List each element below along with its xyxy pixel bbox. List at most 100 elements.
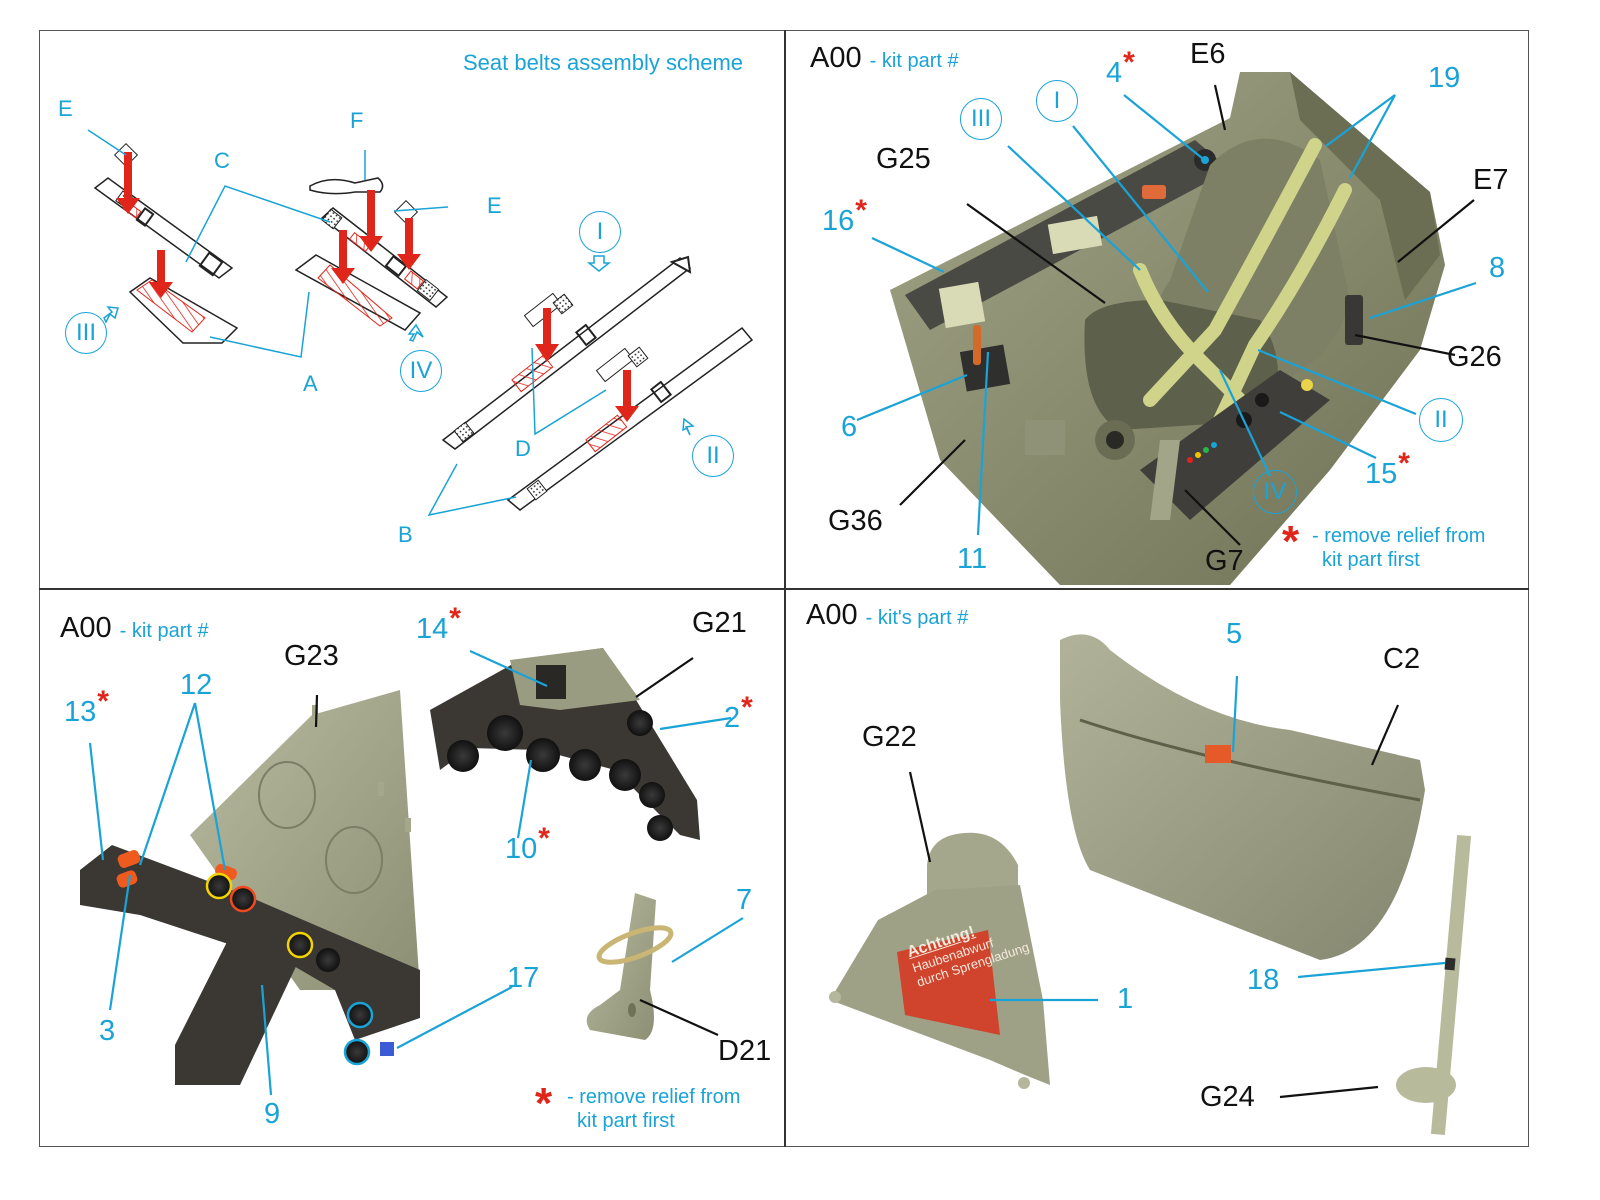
canopy-leader-lines [908, 675, 1446, 1099]
label-3: 3 [99, 1015, 116, 1047]
label-15: 15* [1365, 449, 1410, 490]
legend-line-1: - remove relief from [567, 1086, 741, 1108]
label-4-text: 4 [1106, 57, 1123, 89]
label-14: 14* [416, 604, 461, 645]
label-g26: G26 [1447, 341, 1502, 373]
roman-iii-belt: III [65, 312, 107, 354]
belt-diagram [87, 129, 754, 517]
label-e6: E6 [1190, 38, 1226, 70]
assembly-arrows [116, 152, 639, 422]
heading-sub: - kit part # [119, 620, 209, 642]
belt-leader-lines [87, 129, 607, 517]
cockpit-leader-lines [856, 84, 1477, 546]
legend-note-instrument: - remove relief from kit part first [567, 1085, 740, 1133]
view-arrows [103, 255, 695, 436]
heading-code: A00 [60, 612, 112, 644]
asterisk-icon: * [97, 685, 109, 718]
asterisk-icon: * [538, 822, 550, 855]
heading-cockpit: A00 - kit part # [810, 44, 959, 73]
label-b: B [398, 522, 413, 547]
belt-part-a-left [128, 277, 239, 344]
heading-instrument: A00 - kit part # [60, 614, 209, 643]
label-2: 2* [724, 693, 753, 734]
levers-orange [116, 850, 237, 888]
heading-canopy: A00 - kit's part # [806, 601, 968, 630]
console-lights [1187, 379, 1313, 463]
belt-part-c-right [309, 177, 449, 308]
label-17: 17 [507, 962, 540, 994]
asterisk-icon: * [741, 691, 753, 724]
label-c2: C2 [1383, 643, 1421, 675]
label-9: 9 [264, 1098, 281, 1130]
belt-part-a-right [294, 254, 422, 331]
label-a: A [303, 371, 318, 396]
legend-asterisk-icon: * [535, 1079, 553, 1128]
label-10-text: 10 [505, 833, 538, 865]
belt-part-e-right [393, 199, 419, 225]
label-d: D [515, 436, 531, 461]
control-column-g24 [1396, 834, 1472, 1136]
roman-ii-cockpit: II [1419, 398, 1463, 442]
label-g22: G22 [862, 721, 917, 753]
canopy-frame-c2 [1060, 634, 1425, 960]
legend-line-2: kit part first [1322, 549, 1420, 571]
legend-line-1: - remove relief from [1312, 525, 1486, 547]
label-10: 10* [505, 824, 550, 865]
roman-i-cockpit: I [1036, 80, 1078, 122]
headrest-g22 [829, 832, 1050, 1089]
legend-note-cockpit: - remove relief from kit part first [1312, 524, 1485, 572]
sub-panel-9 [175, 932, 300, 1085]
roman-iv-belt: IV [400, 350, 442, 392]
label-f: F [350, 108, 364, 133]
asterisk-icon: * [855, 194, 867, 227]
label-13: 13* [64, 687, 109, 728]
label-g21: G21 [692, 607, 747, 639]
control-stick-d21 [586, 893, 674, 1040]
roman-i-belt: I [579, 211, 621, 253]
label-11: 11 [957, 543, 988, 575]
label-2-text: 2 [724, 702, 741, 734]
right-console [1140, 370, 1330, 520]
legend-asterisk-icon: * [1282, 517, 1300, 566]
label-g23: G23 [284, 640, 339, 672]
label-g36: G36 [828, 505, 883, 537]
horizontal-divider [39, 588, 1529, 590]
asterisk-icon: * [1123, 46, 1135, 79]
heading-sub: - kit part # [869, 50, 959, 72]
label-d21: D21 [718, 1035, 772, 1067]
heading-sub: - kit's part # [865, 607, 969, 629]
label-g25: G25 [876, 143, 931, 175]
cockpit-model [890, 72, 1445, 585]
roman-iii-cockpit: III [960, 98, 1002, 140]
panel-title-seat-belts: Seat belts assembly scheme [463, 50, 744, 75]
asterisk-icon: * [1398, 447, 1410, 480]
label-19: 19 [1428, 62, 1461, 94]
harness [1133, 138, 1352, 427]
label-e-left: E [58, 96, 73, 121]
label-14-text: 14 [416, 613, 449, 645]
label-g7: G7 [1205, 545, 1244, 577]
belt-part-i [441, 255, 692, 450]
instrument-panel-g23 [80, 690, 420, 1085]
g21-gauges [447, 710, 673, 841]
label-c: C [214, 148, 230, 173]
label-15-text: 15 [1365, 458, 1398, 490]
roman-ii-belt: II [692, 435, 734, 477]
label-4: 4* [1106, 48, 1135, 89]
label-18: 18 [1247, 964, 1280, 996]
label-12: 12 [180, 669, 213, 701]
label-5: 5 [1226, 618, 1243, 650]
label-e-right: E [487, 193, 502, 218]
heading-code: A00 [806, 599, 858, 631]
roman-iv-cockpit: IV [1253, 470, 1297, 514]
label-6: 6 [841, 411, 858, 443]
label-13-text: 13 [64, 696, 97, 728]
instrument-leader-lines [88, 649, 744, 1096]
gauges [205, 872, 394, 1066]
legend-line-2: kit part first [577, 1110, 675, 1132]
heading-code: A00 [810, 42, 862, 74]
label-e7: E7 [1473, 164, 1509, 196]
label-7: 7 [736, 884, 753, 916]
label-16-text: 16 [822, 205, 855, 237]
